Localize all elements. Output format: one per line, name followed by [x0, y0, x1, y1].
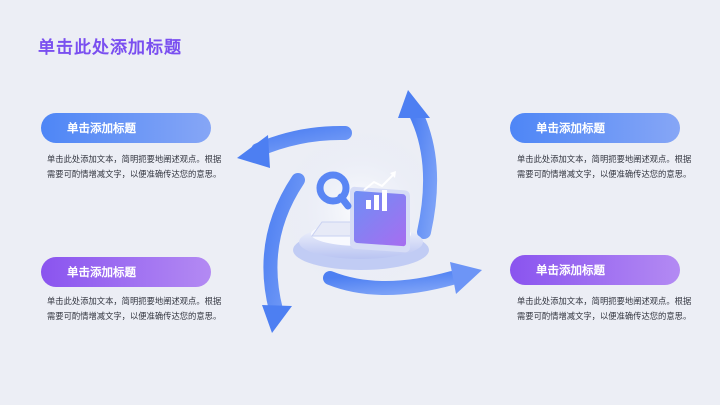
arrow-bottom-left	[262, 173, 305, 333]
slide-title: 单击此处添加标题	[38, 38, 182, 58]
heading-pill-top-right[interactable]: 单击添加标题	[510, 113, 680, 143]
bar-chart-icon	[363, 171, 396, 211]
body-text-top-right: 单击此处添加文本，简明扼要地阐述观点。根据需要可酌情增减文字，以便准确传达您的意…	[517, 154, 692, 179]
heading-pill-top-left[interactable]: 单击添加标题	[41, 113, 211, 143]
arrow-bottom-right	[323, 262, 482, 295]
heading-pill-bottom-right[interactable]: 单击添加标题	[510, 255, 680, 285]
body-text-bottom-right: 单击此处添加文本，简明扼要地阐述观点。根据需要可酌情增减文字，以便准确传达您的意…	[517, 296, 692, 321]
laptop-icon	[311, 186, 410, 253]
body-text-top-left: 单击此处添加文本，简明扼要地阐述观点。根据需要可酌情增减文字，以便准确传达您的意…	[47, 154, 222, 179]
heading-pill-bottom-left[interactable]: 单击添加标题	[41, 257, 211, 287]
arrow-top-right	[398, 90, 438, 239]
arrow-top-left	[237, 125, 352, 168]
search-icon	[316, 171, 352, 210]
body-text-bottom-left: 单击此处添加文本，简明扼要地阐述观点。根据需要可酌情增减文字，以便准确传达您的意…	[47, 296, 222, 321]
